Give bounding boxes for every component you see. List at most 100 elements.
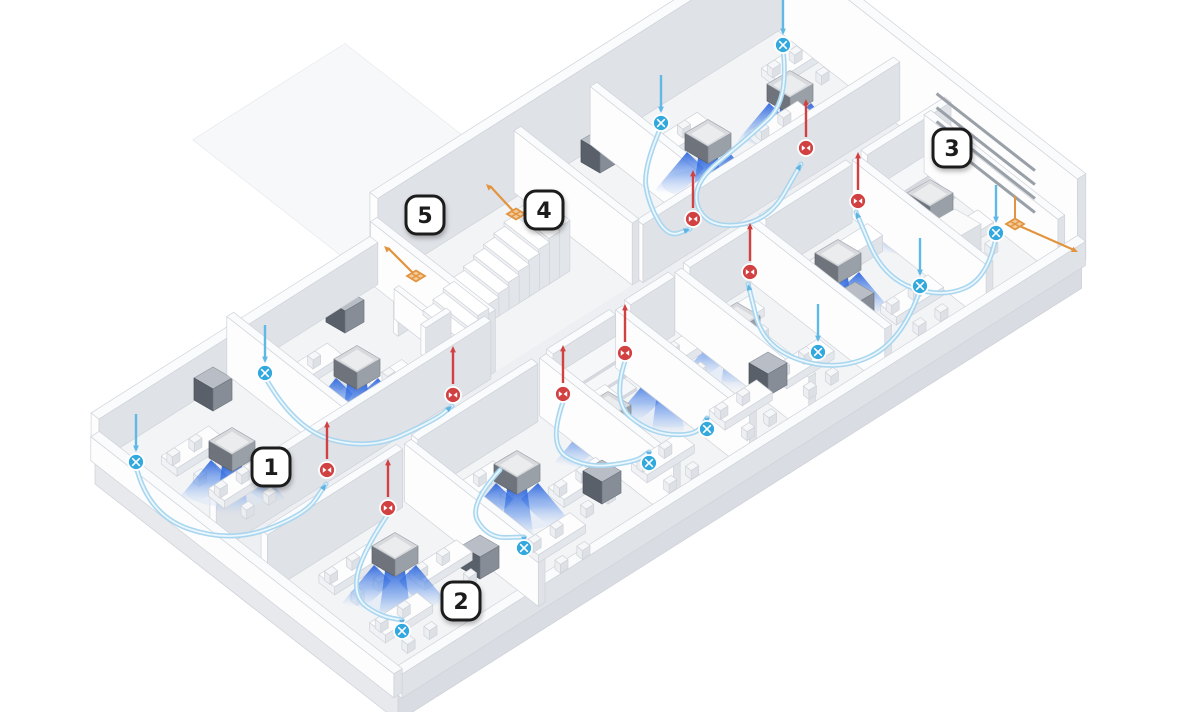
tube-arrowhead [795, 164, 801, 171]
airflow-layer [127, 0, 1078, 640]
office-chair-top [736, 387, 751, 398]
office-chair [554, 554, 569, 574]
office-chair-top [763, 408, 777, 419]
office-chair-top [423, 621, 438, 631]
callout-number: 5 [417, 204, 432, 229]
callout-chip[interactable] [931, 127, 973, 169]
vent-marker-cross [511, 210, 521, 218]
callout-number: 1 [263, 456, 278, 481]
office-chair-top [235, 465, 250, 476]
fan-hub [263, 371, 267, 375]
damper-glyph [853, 198, 863, 204]
damper-glyph [688, 216, 698, 222]
office-chair [580, 499, 595, 519]
vent-marker-cross [411, 272, 421, 280]
tube-arrowhead [746, 284, 753, 291]
callout-label-5[interactable]: 5 [404, 194, 446, 236]
office-chair [346, 552, 360, 571]
office-chair [934, 303, 949, 323]
exhaust-arrowhead [385, 459, 391, 466]
exhaust-air-point [684, 170, 702, 228]
exhaust-arrowhead [690, 170, 696, 177]
office-chair-top [777, 108, 792, 119]
office-chair [553, 478, 568, 498]
outer-wall-top [369, 0, 693, 199]
office-chair-top [166, 447, 181, 458]
damper-glyph [745, 269, 755, 275]
printer-side [601, 470, 622, 505]
fan-hub [918, 284, 922, 288]
callout-label-1[interactable]: 1 [250, 446, 292, 488]
tube-arrowhead [320, 484, 326, 491]
callout-label-2[interactable]: 2 [440, 580, 482, 622]
office-chair-top [240, 500, 255, 511]
supply-arrowhead [262, 356, 268, 363]
louver-slat [935, 106, 1036, 186]
exhaust-arrowhead [560, 345, 566, 352]
cassette-top-panel [500, 454, 534, 476]
tube-core [555, 401, 650, 467]
exhaust-air-point [554, 345, 572, 403]
office-chair-top [766, 59, 781, 70]
callout-chip[interactable] [523, 189, 565, 231]
office-chair-top [554, 554, 569, 565]
office-chair-top [815, 66, 830, 77]
outer-wall-top [848, 0, 1087, 180]
fan-hub [647, 461, 651, 465]
supply-valve-icon [127, 453, 145, 471]
exhaust-arrowhead [324, 421, 330, 428]
staircase-step-top [463, 259, 510, 294]
supply-valve-icon [809, 343, 827, 361]
callout-chip[interactable] [404, 194, 446, 236]
airflow-tube [853, 209, 999, 296]
office-chair-top [436, 547, 451, 558]
callout-number: 3 [944, 137, 959, 162]
callout-number: 4 [536, 199, 551, 224]
exhaust-valve-icon [616, 344, 634, 362]
exhaust-arrowhead [450, 346, 456, 353]
staircase-step-top [473, 248, 520, 283]
fan-hub [522, 546, 526, 550]
exhaust-valve-icon [797, 139, 815, 157]
roof-vent-exit [384, 246, 427, 283]
office-chair-top [685, 461, 700, 471]
airflow-tube [643, 124, 693, 237]
office-chair-top [463, 568, 477, 579]
vent-marker-cross [1010, 220, 1020, 228]
fan-hub [134, 460, 138, 464]
office-chair-top [213, 479, 228, 490]
building-layer [90, 0, 1087, 699]
office-chair [235, 465, 250, 485]
office-chair [213, 479, 228, 499]
office-chair [777, 108, 792, 128]
office-chair-top [396, 600, 411, 611]
office-chair-top [714, 401, 729, 412]
staircase-step-face [558, 220, 571, 279]
office-chair [658, 440, 673, 459]
tube-core [135, 465, 327, 537]
vent-arrow [387, 247, 417, 277]
office-chair [766, 59, 781, 79]
callout-label-4[interactable]: 4 [523, 189, 565, 231]
office-chair-top [934, 303, 949, 314]
vent-arrow [489, 185, 517, 215]
exhaust-arrowhead [622, 304, 628, 311]
cassette-top-panel [691, 123, 725, 145]
damper-glyph [620, 350, 630, 356]
supply-air-inlet [262, 325, 268, 363]
office-chair-top [307, 350, 321, 361]
fan-hub [781, 43, 785, 47]
supply-arrowhead [815, 335, 821, 342]
callout-chip[interactable] [250, 446, 292, 488]
office-chair [685, 461, 700, 480]
tube-core [618, 360, 708, 436]
airflow-tube [745, 281, 923, 368]
outer-wall-top [90, 430, 403, 675]
supply-valve-icon [987, 224, 1005, 242]
vent-arrowhead [486, 184, 493, 191]
callout-chip[interactable] [440, 580, 482, 622]
office-chair-top [912, 317, 927, 327]
callout-label-3[interactable]: 3 [931, 127, 973, 169]
office-chair [396, 600, 411, 620]
interior-wall-face [420, 323, 426, 359]
